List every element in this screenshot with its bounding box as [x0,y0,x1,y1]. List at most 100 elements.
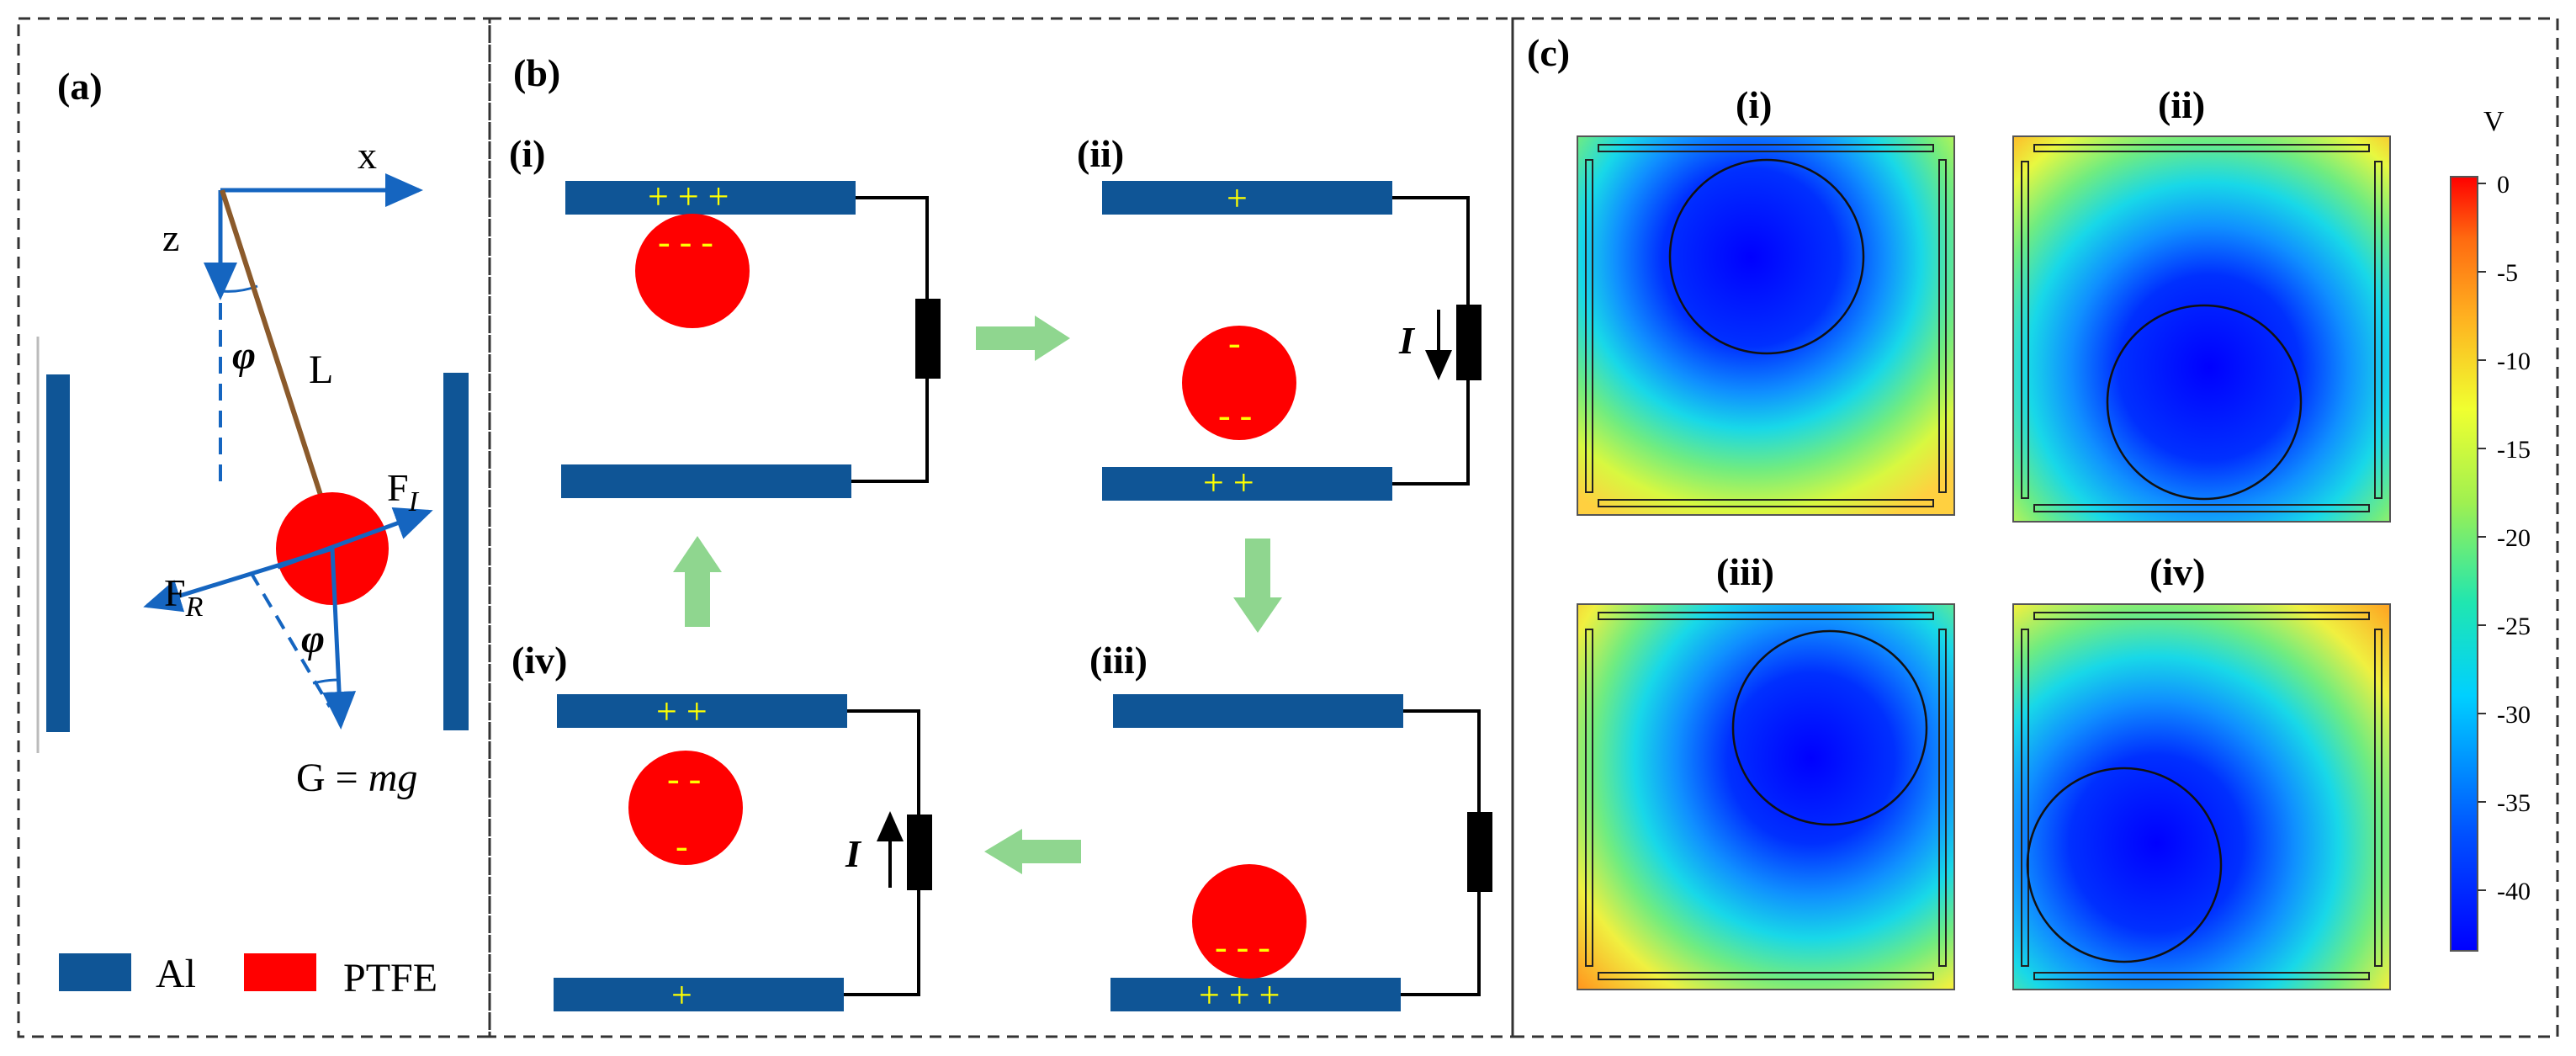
stage-iii-ball [1192,864,1307,979]
stage-i-wire-top [856,196,929,299]
stage-iv-ball [628,751,743,865]
legend-ptfe-swatch [244,953,316,991]
field-map-i-fill [1577,136,1954,515]
stage-iv-bottom-plate [554,978,844,1011]
field-map-iv-ball-outline [2026,767,2223,963]
field-map-iv-right-electrode [2374,629,2383,967]
panel-b: (b) (i) + + + - - - (ii) I + + + - [509,51,1492,1016]
field-map-iii-fill [1577,604,1954,990]
stage-ii-bottom-charge: + + [1203,462,1254,503]
stage-i-ball-charge: - - - [658,221,713,263]
subplot-iv-title: (iv) [2149,550,2205,593]
field-map-i-left-electrode [1585,159,1593,493]
pendulum-string [220,189,329,514]
field-map-iv-left-electrode [2021,629,2029,967]
stage-ii-ball-charge-bottom: - - [1218,395,1252,436]
field-map-iv-top-electrode [2033,612,2370,620]
stage-i-ball [635,214,750,328]
green-arrow-up [673,536,722,627]
panel-a-border [17,17,491,1038]
colorbar-tick-label: -30 [2497,701,2531,729]
field-map-iv-fill [2013,604,2390,990]
stage-iv-resistor [907,815,932,890]
panel-a-label: (a) [57,65,103,108]
colorbar-tick-label: -20 [2497,524,2531,552]
field-map-i-right-electrode [1938,159,1947,493]
stage-i: (i) + + + - - - [509,132,941,498]
colorbar-gradient [2450,176,2478,952]
stage-iv: (iv) I + + + - - - [511,639,932,1016]
field-map-iii-left-electrode [1585,629,1593,967]
al-plate-right [443,373,469,730]
colorbar-tick-label: -10 [2497,348,2531,375]
field-map-i-top-electrode [1598,144,1934,152]
force-dashed-projection [249,570,331,708]
legend-al-label: Al [156,952,196,996]
panel-borders [17,17,2559,1038]
stage-ii-wire-bottom [1392,380,1470,486]
field-map-iii-top-electrode [1598,612,1934,620]
field-map-iii-right-electrode [1938,629,1947,967]
field-map-ii-ball-outline [2106,304,2303,501]
field-map-i-ball-outline [1668,158,1865,355]
colorbar: V 0-5-10-15-20-25-30-35-40 [2450,106,2531,952]
stage-iii-top-plate [1113,694,1403,728]
stage-iii-ball-charge: - - - [1215,926,1270,968]
stage-iii-bottom-charge: + + + [1199,974,1280,1016]
stage-ii-top-plate [1102,181,1392,215]
colorbar-tick-label: -35 [2497,789,2531,817]
field-map-iv-bottom-electrode [2033,972,2370,980]
field-map-i-frame [1577,135,1955,516]
legend-al-swatch [59,953,131,991]
stage-i-resistor [915,299,941,379]
stage-ii-current-label: I [1398,319,1416,362]
stage-iii-wire-bottom [1401,892,1481,996]
field-map-iii-frame [1577,603,1955,990]
stage-iv-bottom-charge: + [671,974,692,1016]
stage-iv-label: (iv) [511,639,567,682]
stage-iv-top-charge: + + [656,691,708,732]
stage-iv-current-label: I [845,832,862,875]
legend-ptfe-label: PTFE [343,956,437,1000]
panel-b-border [488,17,1514,1038]
stage-iii-label: (iii) [1089,639,1148,682]
field-map-iv [2012,603,2391,990]
stage-iii-resistor [1467,812,1492,892]
force-fi-label: FI [387,466,420,517]
colorbar-ticks: 0 -5 -10 -15 -20 -25 -30 -35 -40 [2478,171,2531,905]
stage-ii-top-charge: + [1227,178,1248,219]
stage-ii: (ii) I + + + - - - [1077,132,1481,503]
stage-i-top-plate [565,181,856,215]
stage-ii-ball-charge-top: - [1228,322,1241,363]
phi-symbol-bottom: φ [301,617,325,661]
panel-b-label: (b) [513,51,560,94]
phi-symbol-top: φ [232,333,256,378]
colorbar-tick-label: -5 [2497,259,2518,287]
colorbar-tick-label: -15 [2497,436,2531,464]
stage-i-bottom-plate [561,464,851,498]
stage-iv-ball-charge-bottom: - [676,825,688,867]
green-arrow-right [976,316,1070,361]
subplot-i-title: (i) [1736,83,1772,126]
colorbar-tick-label: -40 [2497,878,2531,905]
green-arrow-left [984,829,1081,874]
al-plate-left [46,374,70,732]
cycle-arrows [673,316,1282,874]
field-map-iv-frame [2012,603,2391,990]
subplot-iii-title: (iii) [1716,550,1774,593]
stage-iv-wire-top [847,709,920,815]
field-map-i [1577,135,1955,516]
colorbar-tick-label: -25 [2497,613,2531,640]
force-fr-arrow [143,546,333,613]
stage-i-label: (i) [509,132,545,175]
stage-iv-wire-bottom [844,890,920,996]
field-map-ii-frame [2012,135,2391,523]
field-map-i-bottom-electrode [1598,499,1934,507]
stage-i-top-charge: + + + [648,176,729,217]
stage-i-wire-bottom [851,379,929,483]
field-map-ii [2012,135,2391,523]
length-label: L [309,348,333,392]
stage-iii: (iii) - - - + + + [1089,639,1492,1016]
stage-iv-ball-charge-top: - - [667,758,701,799]
colorbar-tick-label: 0 [2497,171,2510,199]
